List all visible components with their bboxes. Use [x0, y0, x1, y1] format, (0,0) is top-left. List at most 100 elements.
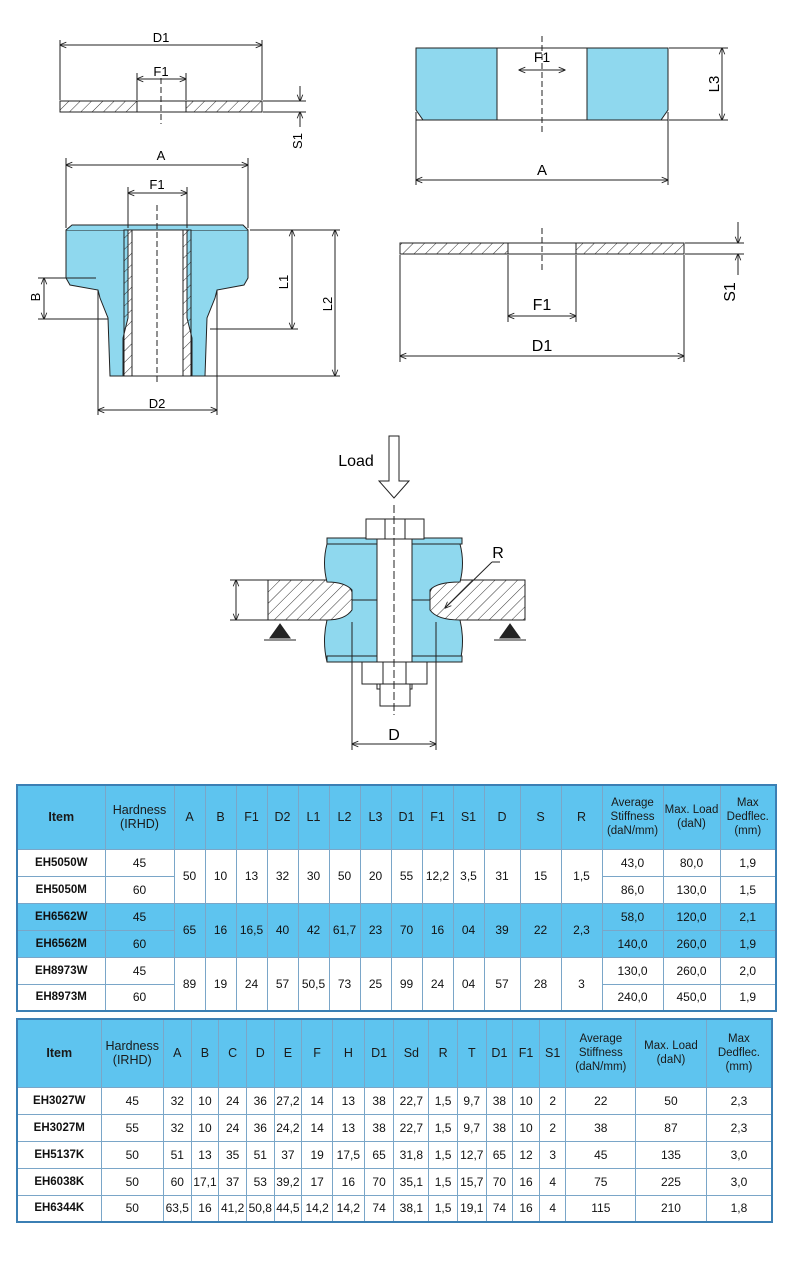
table-cell: 3,0 [705, 1167, 773, 1196]
dimension-cell: 19 [204, 956, 237, 1012]
column-header: Sd [393, 1018, 430, 1088]
table-cell: 50 [100, 1167, 164, 1196]
table-cell: 74 [485, 1194, 514, 1223]
table-cell: 10 [190, 1086, 220, 1115]
item-code: EH3027W [16, 1086, 102, 1115]
max-load-cell: 120,0 [662, 902, 721, 931]
table-cell: 16 [331, 1167, 365, 1196]
table-cell: 12 [512, 1140, 540, 1169]
item-code: EH5137K [16, 1140, 102, 1169]
column-header: R [560, 784, 603, 850]
dimension-cell: 16 [421, 902, 454, 958]
item-code: EH6562W [16, 902, 106, 931]
table-cell: 70 [363, 1167, 395, 1196]
d-label: D [388, 727, 400, 744]
column-header: F1 [235, 784, 268, 850]
column-header: F1 [512, 1018, 540, 1088]
table-cell: 35 [218, 1140, 247, 1169]
dimension-cell: 50 [173, 848, 206, 904]
d2-label: D2 [149, 396, 166, 411]
column-header: D [245, 1018, 275, 1088]
column-header: D1 [485, 1018, 514, 1088]
mount-cross-section-drawing [38, 158, 340, 415]
f1-label: F1 [149, 177, 164, 192]
plate-top-left-drawing [60, 40, 306, 127]
dimension-cell: 3,5 [452, 848, 485, 904]
load-label: Load [338, 453, 374, 470]
table-cell: 70 [485, 1167, 514, 1196]
deflection-cell: 2,1 [719, 902, 777, 931]
column-header: S1 [538, 1018, 567, 1088]
table-cell: 38 [485, 1113, 514, 1142]
item-code: EH8973M [16, 983, 106, 1012]
dimension-cell: 55 [390, 848, 423, 904]
table-cell: 19,1 [456, 1194, 487, 1223]
table-cell: 24,2 [273, 1113, 303, 1142]
table-cell: 2,3 [705, 1113, 773, 1142]
table-cell: 13 [331, 1113, 365, 1142]
table-cell: 45 [565, 1140, 637, 1169]
table-cell: 22,7 [393, 1086, 430, 1115]
table-cell: 38 [363, 1113, 395, 1142]
table-cell: 37 [218, 1167, 247, 1196]
cylinder-side-drawing [416, 36, 728, 185]
dimension-cell: 57 [266, 956, 299, 1012]
stiffness-cell: 58,0 [601, 902, 664, 931]
table-cell: 4 [538, 1194, 567, 1223]
b-label: B [28, 293, 43, 302]
f1-label: F1 [153, 64, 168, 79]
table-cell: 115 [565, 1194, 637, 1223]
column-header: Item [16, 1018, 102, 1088]
l1-label: L1 [276, 275, 291, 289]
dimension-cell: 28 [519, 956, 562, 1012]
dimension-cell: 50 [328, 848, 361, 904]
deflection-cell: 2,0 [719, 956, 777, 985]
dimension-cell: 57 [483, 956, 521, 1012]
table-cell: 16 [512, 1167, 540, 1196]
stiffness-cell: 43,0 [601, 848, 664, 877]
dimension-cell: 20 [359, 848, 392, 904]
table-cell: 51 [245, 1140, 275, 1169]
column-header: Item [16, 784, 106, 850]
dimension-cell: 16,5 [235, 902, 268, 958]
table-cell: 10 [190, 1113, 220, 1142]
column-header: F1 [421, 784, 454, 850]
hardness-cell: 45 [104, 848, 175, 877]
table-cell: 10 [512, 1113, 540, 1142]
table-cell: 31,8 [393, 1140, 430, 1169]
dimension-cell: 24 [235, 956, 268, 1012]
table-cell: 3,0 [705, 1140, 773, 1169]
dimension-cell: 89 [173, 956, 206, 1012]
dimension-cell: 50,5 [297, 956, 330, 1012]
dimension-cell: 30 [297, 848, 330, 904]
technical-drawings: D1 F1 S1 A F1 B L1 [28, 30, 744, 750]
stiffness-cell: 140,0 [601, 929, 664, 958]
dimension-cell: 24 [421, 956, 454, 1012]
dimension-cell: 73 [328, 956, 361, 1012]
table-cell: 2 [538, 1086, 567, 1115]
table-cell: 14 [301, 1086, 333, 1115]
table-cell: 38 [565, 1113, 637, 1142]
table-cell: 37 [273, 1140, 303, 1169]
table-cell: 35,1 [393, 1167, 430, 1196]
hardness-cell: 60 [104, 983, 175, 1012]
table-cell: 22,7 [393, 1113, 430, 1142]
column-header: T [456, 1018, 487, 1088]
table-cell: 45 [100, 1086, 164, 1115]
column-header: L3 [359, 784, 392, 850]
hardness-cell: 45 [104, 902, 175, 931]
table-cell: 1,8 [705, 1194, 773, 1223]
item-code: EH6344K [16, 1194, 102, 1223]
table-cell: 1,5 [428, 1167, 458, 1196]
dimension-cell: 3 [560, 956, 603, 1012]
column-header: A [173, 784, 206, 850]
table-cell: 51 [162, 1140, 192, 1169]
column-header: Hardness (IRHD) [100, 1018, 164, 1088]
table-cell: 12,7 [456, 1140, 487, 1169]
table-cell: 32 [162, 1086, 192, 1115]
table-cell: 38 [485, 1086, 514, 1115]
item-code: EH5050W [16, 848, 106, 877]
